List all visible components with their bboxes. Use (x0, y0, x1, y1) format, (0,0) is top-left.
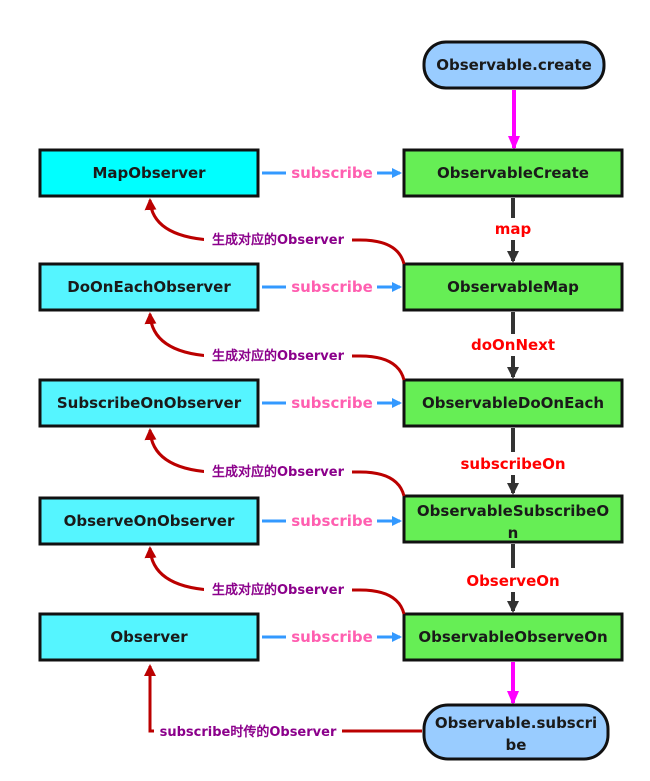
observable-subscribe-end-node: Observable.subscri be (422, 703, 610, 761)
passed-observer-label: subscribe时传的Observer (160, 724, 337, 740)
observable-subscribe-end-label-line2: be (506, 736, 527, 754)
subscribe-label-row2: subscribe (291, 278, 373, 296)
chain-arrow-observeon: ObserveOn (466, 544, 560, 613)
observable-node-map: ObservableMap (402, 262, 624, 312)
observer-node-subscribeon: SubscribeOnObserver (38, 378, 260, 428)
chain-arrow-doonnext: doOnNext (471, 312, 555, 379)
subscribe-arrow-row1: subscribe (262, 164, 402, 182)
subscribe-arrow-row5: subscribe (262, 628, 402, 646)
subscribe-arrow-row3: subscribe (262, 394, 402, 412)
observable-node-subscribeon-label-line2: n (508, 524, 519, 542)
observable-node-create-label: ObservableCreate (437, 164, 589, 182)
observer-node-map: MapObserver (38, 148, 260, 198)
observer-node-dooneach-label: DoOnEachObserver (67, 278, 231, 296)
observer-node-observeon: ObserveOnObserver (38, 496, 260, 546)
generate-label-row3: 生成对应的Observer (212, 464, 345, 480)
observer-node-map-label: MapObserver (92, 164, 206, 182)
operator-label-doonnext: doOnNext (471, 336, 555, 354)
generate-label-row2: 生成对应的Observer (212, 348, 345, 364)
generate-arrow-row2: 生成对应的Observer (144, 312, 406, 381)
observable-node-subscribeon-label-line1: ObservableSubscribeO (417, 502, 609, 520)
subscribe-label-row1: subscribe (291, 164, 373, 182)
generate-arrow-row4: 生成对应的Observer (144, 546, 406, 615)
observer-node-observeon-label: ObserveOnObserver (64, 512, 235, 530)
observer-node-subscribeon-label: SubscribeOnObserver (57, 394, 242, 412)
subscribe-label-row4: subscribe (291, 512, 373, 530)
observable-node-observeon: ObservableObserveOn (402, 612, 624, 662)
observable-node-dooneach-label: ObservableDoOnEach (422, 394, 604, 412)
subscribe-label-row3: subscribe (291, 394, 373, 412)
subscribe-label-row5: subscribe (291, 628, 373, 646)
generate-arrow-row3: 生成对应的Observer (144, 428, 406, 497)
operator-label-map: map (495, 220, 532, 238)
observer-node-final: Observer (38, 612, 260, 662)
generate-label-row1: 生成对应的Observer (212, 232, 345, 248)
observer-node-dooneach: DoOnEachObserver (38, 262, 260, 312)
passed-observer-arrow: subscribe时传的Observer (144, 664, 422, 740)
chain-arrow-map: map (495, 198, 532, 263)
subscribe-arrow-row4: subscribe (262, 512, 402, 530)
chain-arrow-subscribeon: subscribeOn (460, 428, 566, 495)
observable-create-start-node: Observable.create (422, 40, 606, 90)
observable-node-map-label: ObservableMap (447, 278, 579, 296)
observable-node-dooneach: ObservableDoOnEach (402, 378, 624, 428)
generate-arrow-row1: 生成对应的Observer (144, 198, 406, 265)
observer-node-final-label: Observer (110, 628, 188, 646)
observable-node-subscribeon: ObservableSubscribeO n (402, 494, 624, 544)
observable-node-observeon-label: ObservableObserveOn (418, 628, 607, 646)
operator-label-subscribeon: subscribeOn (460, 455, 565, 473)
subscribe-arrow-row2: subscribe (262, 278, 402, 296)
observable-subscribe-end-label-line1: Observable.subscri (435, 714, 597, 732)
generate-label-row4: 生成对应的Observer (212, 582, 345, 598)
observable-create-start-label: Observable.create (436, 56, 592, 74)
observable-node-create: ObservableCreate (402, 148, 624, 198)
operator-label-observeon: ObserveOn (466, 572, 559, 590)
